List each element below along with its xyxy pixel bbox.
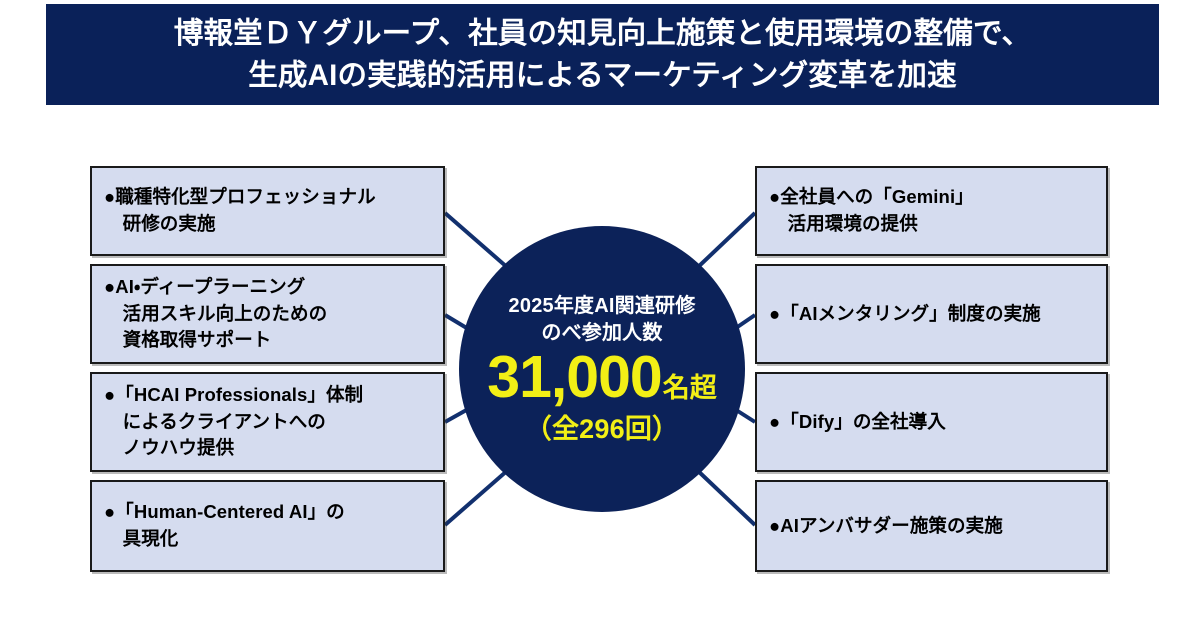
connector-right-1 xyxy=(695,211,757,270)
left-item-box-1[interactable]: ●職種特化型プロフェッショナル 研修の実施 xyxy=(90,166,445,256)
left-item-box-3[interactable]: ●「HCAI Professionals」体制 によるクライアントへの ノウハウ… xyxy=(90,372,445,472)
right-item-label-3: ●「Dify」の全社導入 xyxy=(769,410,946,432)
right-item-box-3[interactable]: ●「Dify」の全社導入 xyxy=(755,372,1108,472)
right-item-box-1[interactable]: ●全社員への「Gemini」 活用環境の提供 xyxy=(755,166,1108,256)
right-item-label-2: ●「AIメンタリング」制度の実施 xyxy=(769,302,1041,324)
circle-caption-line-1: 2025年度AI関連研修 xyxy=(508,294,696,317)
title-banner: 博報堂ＤＹグループ、社員の知見向上施策と使用環境の整備で、 生成AIの実践的活用… xyxy=(46,4,1159,105)
circle-session-count: （全296回） xyxy=(524,413,680,444)
circle-headline-number: 31,000 xyxy=(487,343,662,410)
left-item-label-1: ●職種特化型プロフェッショナル 研修の実施 xyxy=(104,186,376,234)
center-summary-circle: 2025年度AI関連研修 のべ参加人数 31,000 名超 （全296回） xyxy=(459,226,745,512)
left-item-label-3: ●「HCAI Professionals」体制 によるクライアントへの ノウハウ… xyxy=(104,383,364,459)
left-item-label-2: ●AI・ディープラーニング 活用スキル向上のための 資格取得サポート xyxy=(104,275,328,351)
connector-left-1 xyxy=(443,211,510,270)
right-item-box-2[interactable]: ●「AIメンタリング」制度の実施 xyxy=(755,264,1108,364)
page-title: 博報堂ＤＹグループ、社員の知見向上施策と使用環境の整備で、 生成AIの実践的活用… xyxy=(173,16,1032,92)
right-item-box-4[interactable]: ●AIアンバサダー施策の実施 xyxy=(755,480,1108,572)
left-item-label-4: ●「Human-Centered AI」の 具現化 xyxy=(104,501,345,549)
circle-figure-row: 31,000 名超 xyxy=(487,343,717,410)
connector-right-4 xyxy=(695,468,757,527)
right-item-label-4: ●AIアンバサダー施策の実施 xyxy=(769,514,1003,536)
connector-left-4 xyxy=(443,468,510,527)
left-item-box-2[interactable]: ●AI・ディープラーニング 活用スキル向上のための 資格取得サポート xyxy=(90,264,445,364)
circle-caption-line-2: のべ参加人数 xyxy=(541,321,663,344)
circle-headline-number-unit: 名超 xyxy=(662,372,717,403)
right-item-label-1: ●全社員への「Gemini」 活用環境の提供 xyxy=(769,186,974,234)
left-item-box-4[interactable]: ●「Human-Centered AI」の 具現化 xyxy=(90,480,445,572)
